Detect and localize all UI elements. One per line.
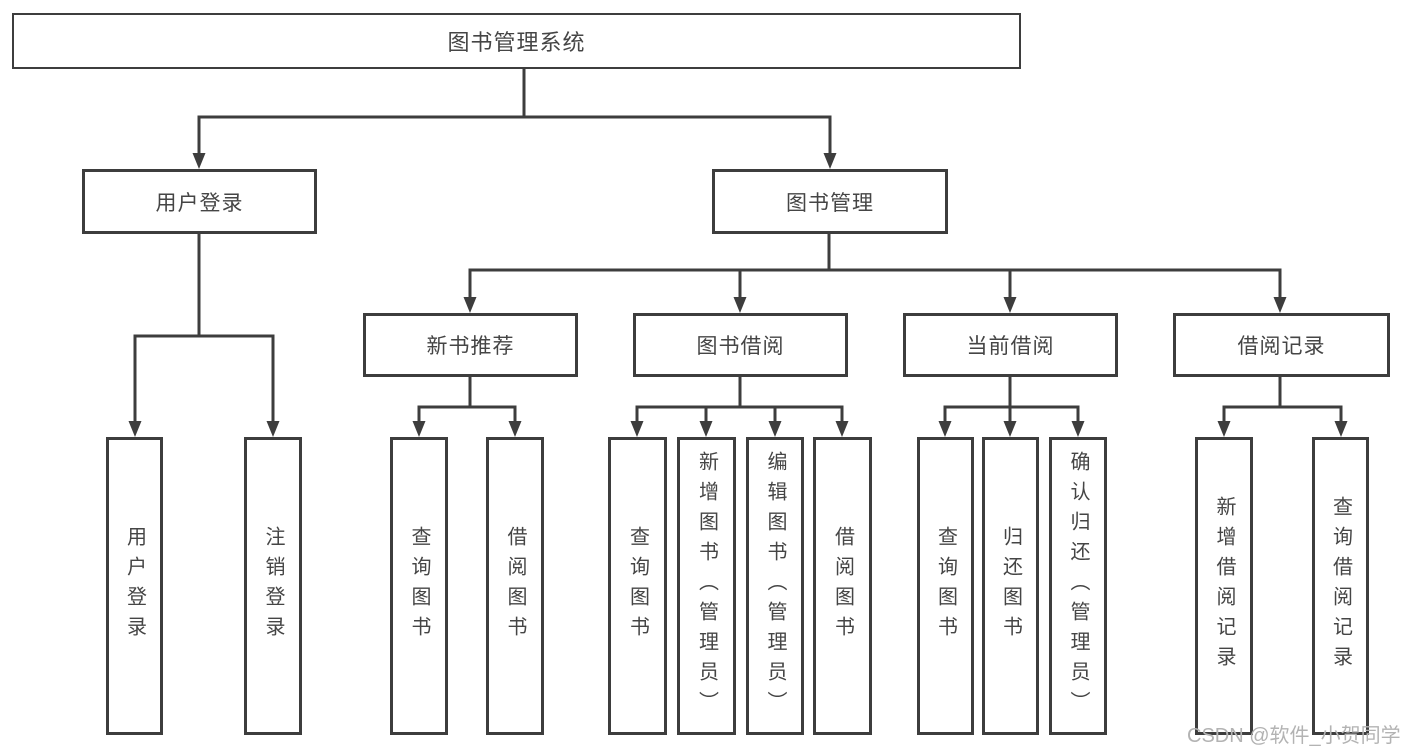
node-book-borrowing: 图书借阅 [633, 313, 848, 377]
edge-currentborrow-to-leaves [943, 377, 1080, 424]
leaf-current-return-books: 归还图书 [982, 437, 1039, 735]
leaf-records-query-record: 查询借阅记录 [1312, 437, 1369, 735]
node-new-book-recommend: 新书推荐 [363, 313, 578, 377]
leaf-borrow-add-books-admin: 新增图书（管理员） [677, 437, 736, 735]
edge-bookmgmt-to-level3 [468, 234, 1282, 300]
edge-newbook-to-leaves [417, 377, 517, 424]
leaf-user-login: 用户登录 [106, 437, 163, 735]
leaf-records-add-record: 新增借阅记录 [1195, 437, 1253, 735]
leaf-logout-login: 注销登录 [244, 437, 302, 735]
leaf-current-confirm-return-admin: 确认归还（管理员） [1049, 437, 1107, 735]
edge-bookborrow-to-leaves [635, 377, 844, 424]
watermark: CSDN @软件_小贺同学 [1187, 725, 1401, 747]
node-library-management-system: 图书管理系统 [12, 13, 1021, 69]
leaf-borrow-borrow-books: 借阅图书 [813, 437, 872, 735]
edge-records-to-leaves [1222, 377, 1343, 424]
edge-userlogin-to-leaves [133, 234, 275, 424]
leaf-current-query-books: 查询图书 [917, 437, 974, 735]
edge-root-to-level2 [197, 68, 832, 155]
node-book-management: 图书管理 [712, 169, 948, 234]
leaf-newbook-query-books: 查询图书 [390, 437, 448, 735]
node-current-borrowing: 当前借阅 [903, 313, 1118, 377]
node-user-login: 用户登录 [82, 169, 317, 234]
leaf-newbook-borrow-books: 借阅图书 [486, 437, 544, 735]
node-borrowing-records: 借阅记录 [1173, 313, 1390, 377]
leaf-borrow-query-books: 查询图书 [608, 437, 667, 735]
leaf-borrow-edit-books-admin: 编辑图书（管理员） [746, 437, 804, 735]
